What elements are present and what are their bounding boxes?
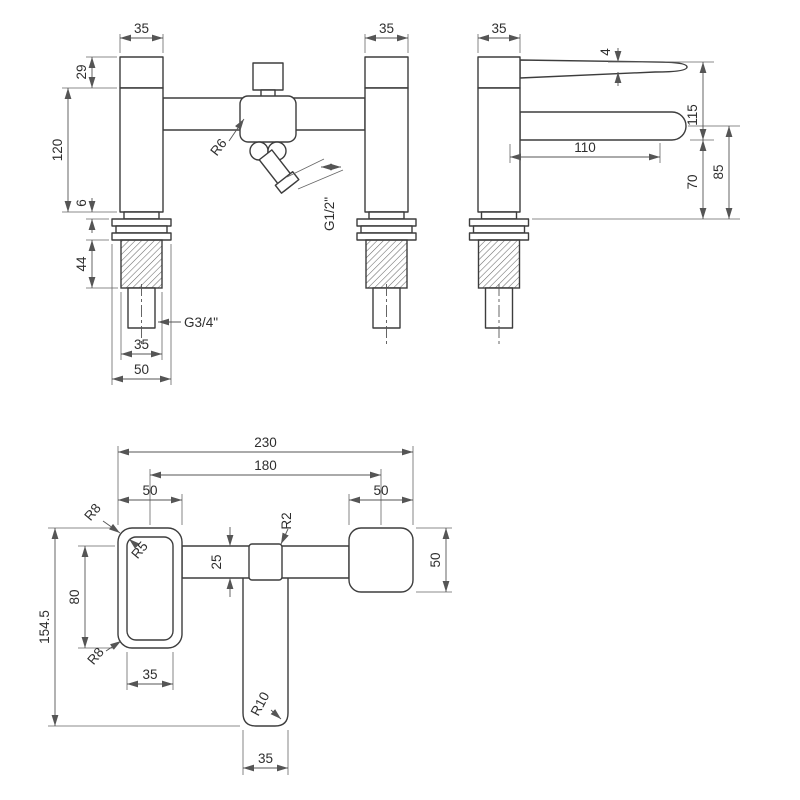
label-front-shower-thread: G1/2" — [322, 197, 337, 231]
dim-plan-overall-depth: 154.5 — [37, 610, 52, 644]
front-right-base — [356, 232, 417, 241]
front-extension-lines — [62, 34, 409, 385]
dim-front-thread-length: 44 — [74, 256, 89, 272]
side-pillar — [477, 87, 521, 213]
side-spout — [519, 111, 687, 141]
front-left-base — [115, 225, 168, 234]
side-collar — [480, 211, 518, 220]
label-plan-radius-top-left: R8 — [81, 501, 104, 524]
dim-front-base-width: 50 — [134, 362, 149, 377]
plan-view: 230 180 50 50 50 25 80 154.5 35 35 R8 R5… — [37, 435, 452, 775]
front-right-base — [356, 218, 417, 227]
front-centerlines — [141, 284, 387, 346]
label-front-body-radius: R6 — [207, 136, 229, 159]
plan-diverter-square — [248, 543, 283, 581]
side-base — [472, 225, 526, 234]
dim-side-height-115: 115 — [685, 104, 700, 126]
dim-plan-left-body-depth: 80 — [67, 589, 82, 604]
front-shower-outlet — [258, 149, 300, 194]
side-base — [468, 232, 530, 241]
dim-plan-lever-width: 35 — [142, 667, 157, 682]
front-right-collar — [368, 211, 405, 220]
dim-plan-left-body-width: 50 — [142, 483, 157, 498]
plan-outline — [117, 527, 414, 727]
side-lever — [519, 59, 688, 79]
dim-side-lever-thickness: 4 — [598, 48, 613, 56]
front-left-thread — [120, 239, 163, 289]
plan-left-lever-head — [126, 536, 174, 641]
front-right-pillar — [364, 87, 409, 213]
dim-plan-tube-width: 25 — [209, 554, 224, 569]
front-right-handle — [364, 56, 409, 89]
dim-plan-spout-width: 35 — [258, 751, 273, 766]
front-outline — [111, 56, 417, 346]
front-diverter-knob — [252, 62, 284, 91]
plan-dimension-lines — [51, 448, 450, 772]
side-dimension-lines — [478, 34, 733, 219]
plan-right-body — [348, 527, 414, 593]
dim-side-spout-reach: 110 — [574, 140, 596, 155]
dim-front-body-height: 120 — [50, 139, 65, 162]
side-outline — [468, 56, 688, 346]
side-base — [468, 218, 530, 227]
front-left-pillar — [119, 87, 164, 213]
side-thread — [477, 239, 521, 289]
front-dimension-lines — [64, 34, 408, 383]
front-left-base — [111, 218, 172, 227]
side-handle-block — [477, 56, 521, 89]
dim-front-collar-height: 6 — [74, 199, 89, 207]
dim-plan-right-body-depth: 50 — [428, 552, 443, 567]
dim-side-spout-clearance: 70 — [685, 174, 700, 189]
dim-front-left-pillar-width: 35 — [134, 21, 149, 36]
plan-spout — [242, 559, 289, 727]
label-plan-radius-centre: R2 — [279, 512, 294, 529]
front-right-base — [360, 225, 413, 234]
front-left-handle — [119, 56, 164, 89]
front-diverter-housing — [239, 95, 297, 143]
dim-side-spout-height: 85 — [711, 164, 726, 179]
dim-plan-overall-width: 230 — [254, 435, 277, 450]
dim-front-tail-width: 35 — [134, 337, 149, 352]
front-left-collar — [123, 211, 160, 220]
dim-side-pillar-width: 35 — [491, 21, 506, 36]
dim-plan-right-body-width: 50 — [373, 483, 388, 498]
front-left-base — [111, 232, 172, 241]
dim-plan-centres: 180 — [254, 458, 277, 473]
dim-front-right-pillar-width: 35 — [379, 21, 394, 36]
front-right-thread — [365, 239, 408, 289]
side-view: 35 4 110 115 70 85 — [468, 21, 740, 346]
dim-front-handle-height: 29 — [74, 64, 89, 79]
label-front-tail-thread: G3/4" — [184, 315, 218, 330]
front-view: 35 35 29 120 6 44 35 50 R6 G1/2" G3/4" — [50, 21, 417, 385]
